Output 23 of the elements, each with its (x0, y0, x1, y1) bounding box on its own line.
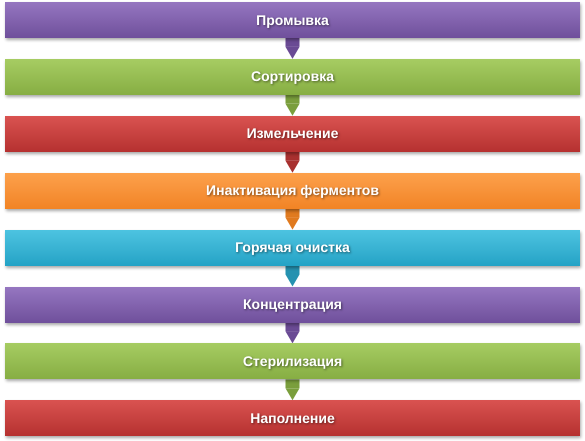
process-box (5, 400, 580, 436)
step-label: Стерилизация (242, 352, 342, 371)
process-box (5, 58, 580, 95)
process-box (5, 343, 580, 380)
step-label: Сортировка (251, 67, 334, 86)
arrow (286, 94, 300, 116)
process-box (5, 2, 580, 38)
arrow (286, 152, 300, 173)
arrow (286, 266, 300, 286)
arrow (286, 379, 300, 400)
step-label: Промывка (256, 10, 329, 30)
arrow (286, 38, 300, 59)
process-box (5, 286, 580, 322)
process-box (5, 116, 580, 152)
process-box (5, 230, 580, 266)
step-label: Инактивация ферментов (206, 181, 379, 200)
step-label: Наполнение (250, 408, 335, 428)
step-label: Измельчение (246, 124, 338, 144)
arrow (286, 322, 300, 344)
step-label: Горячая очистка (235, 238, 350, 258)
arrow (286, 208, 300, 230)
step-label: Концентрация (243, 295, 342, 314)
process-box (5, 172, 580, 209)
